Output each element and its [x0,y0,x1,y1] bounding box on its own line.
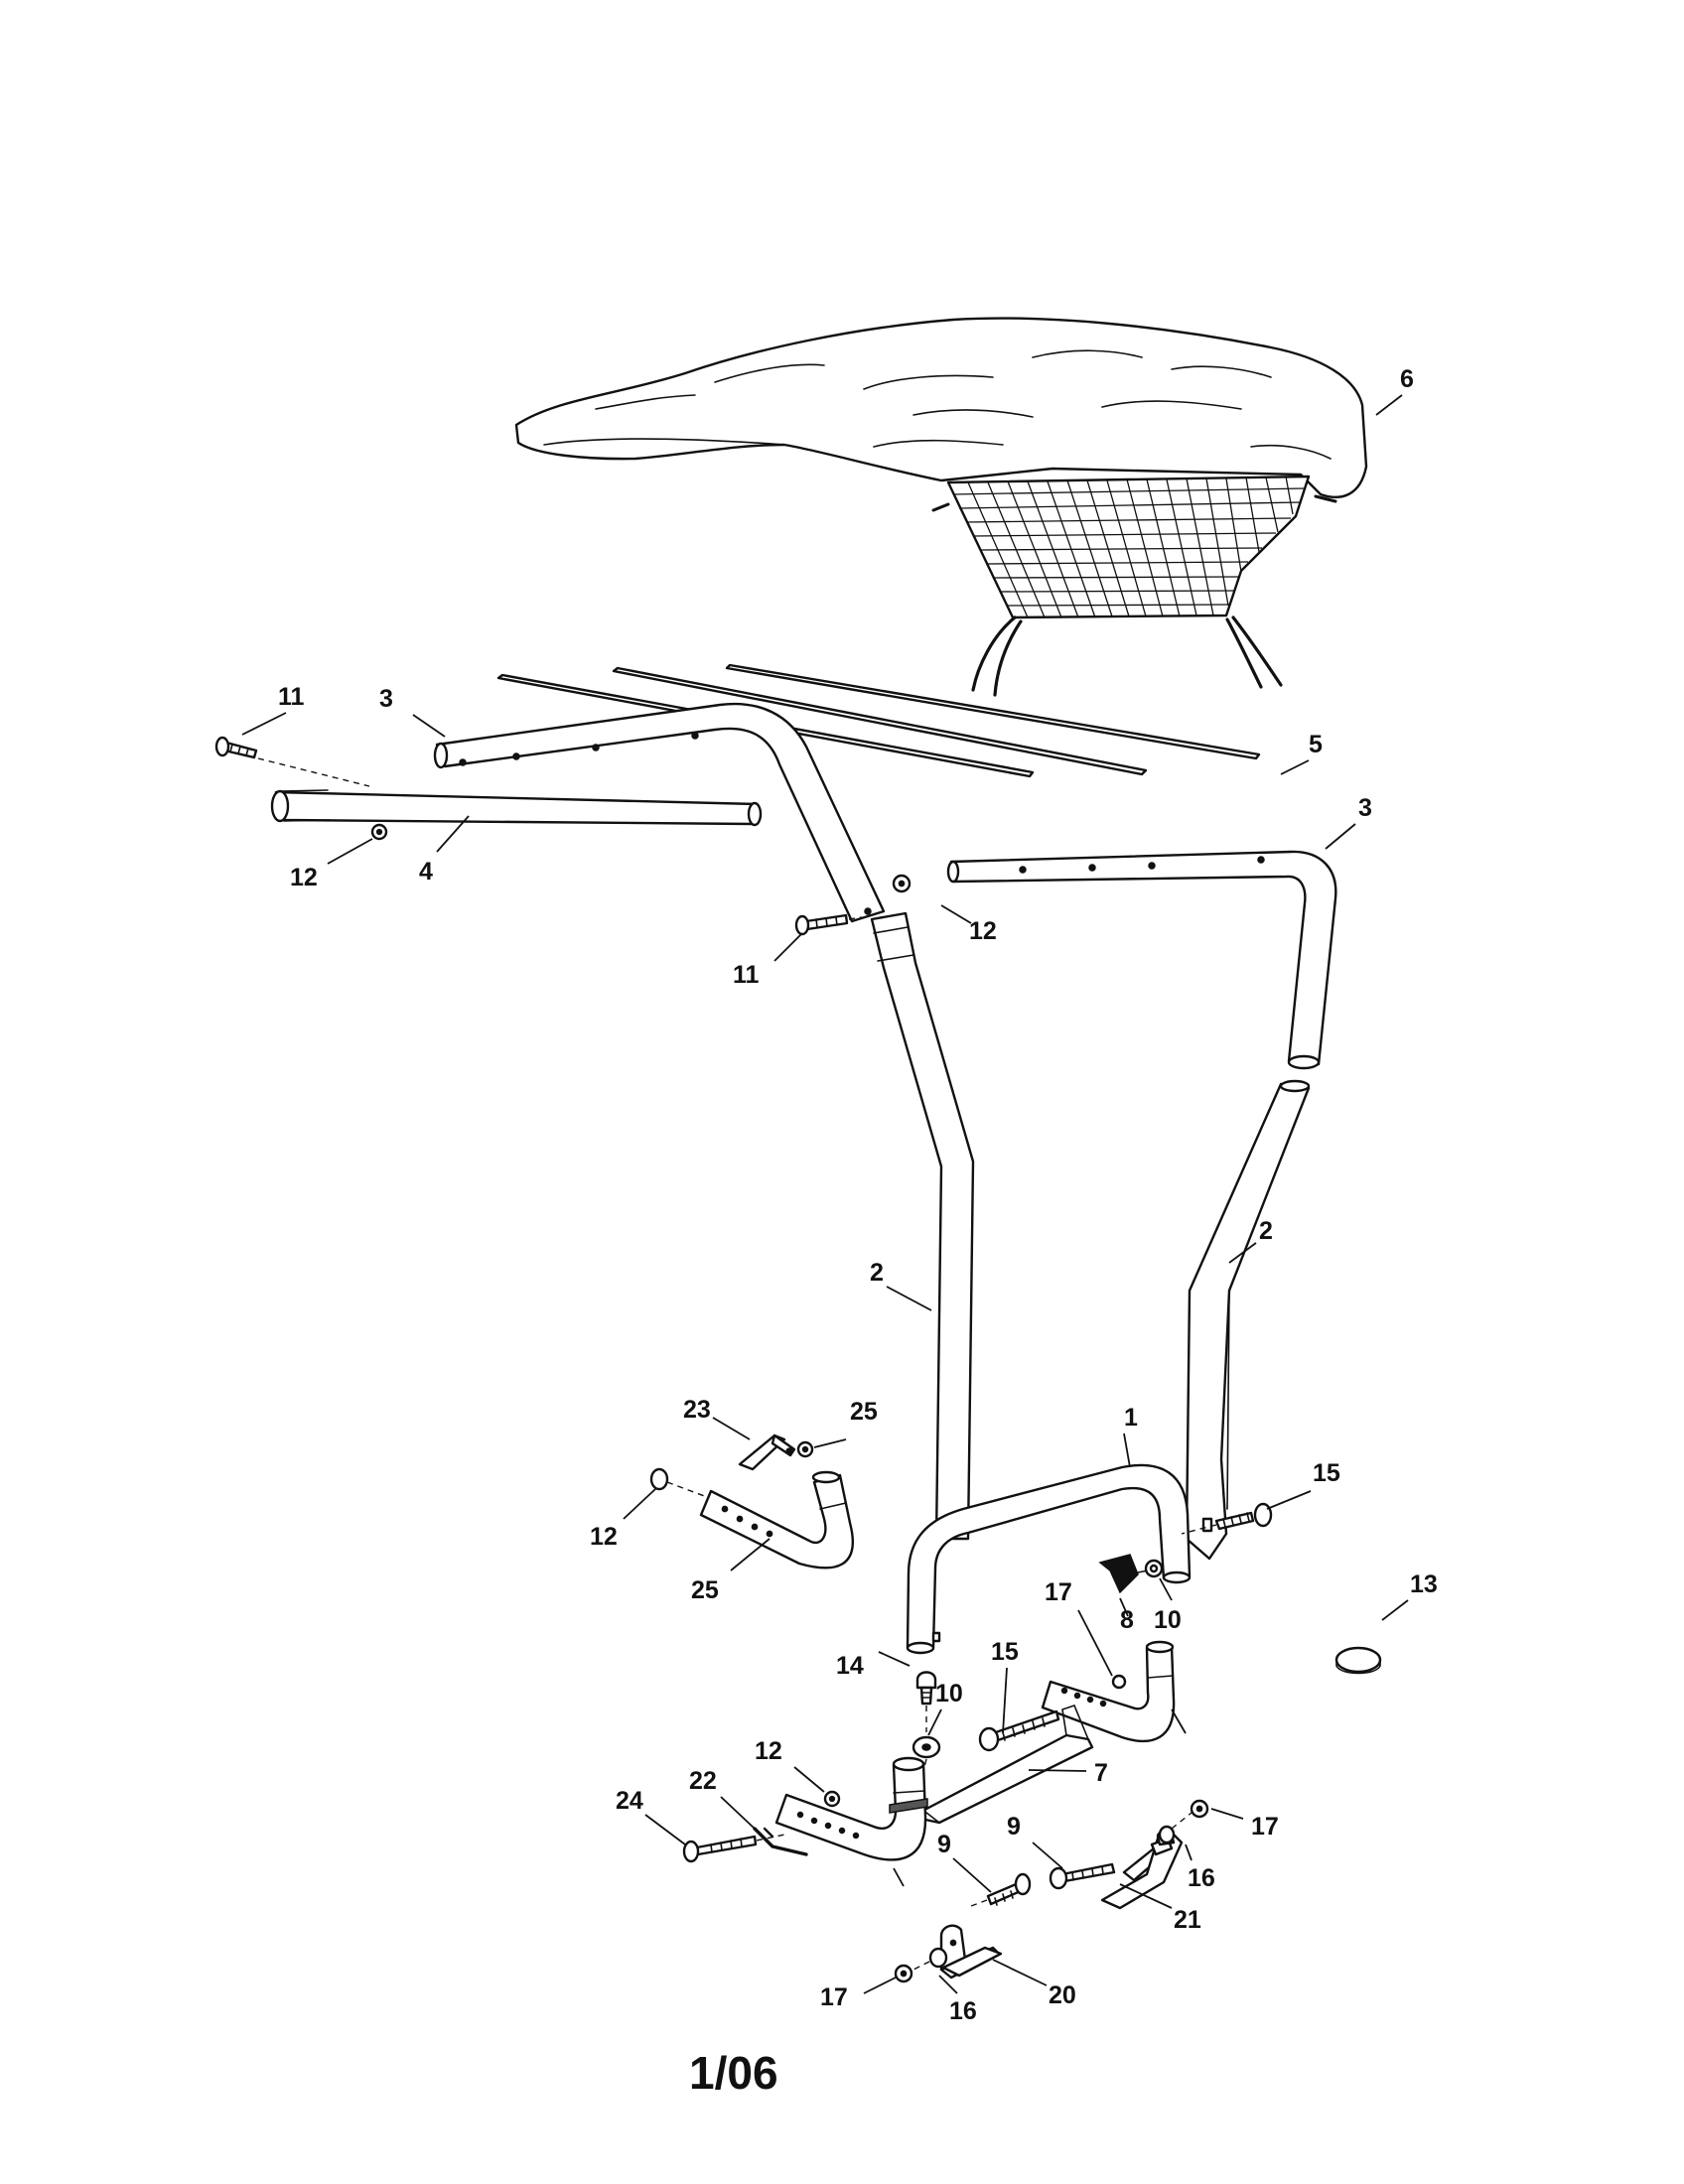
upper-bow-right [946,850,1337,1070]
callout-9-lower: 9 [937,1831,951,1858]
callout-7: 7 [1094,1759,1108,1787]
callout-15-lower: 15 [991,1638,1019,1666]
upright-tube-left [870,911,975,1541]
callout-16-lower: 16 [949,1997,977,2025]
callout-11-mid: 11 [733,961,760,989]
callout-3-left: 3 [379,685,393,713]
callout-20: 22 [689,1767,717,1795]
callout-22: 24 [616,1787,643,1815]
cross-brace [270,789,763,827]
bolt-9-upper-head [1049,1866,1068,1890]
canopy-cover [514,317,1368,697]
callout-12-lower-left: 12 [590,1523,618,1551]
callout-2-right: 2 [1259,1217,1273,1245]
callout-labels: 6 5 3 3 11 4 12 12 11 2 2 1 15 13 23 25 … [278,365,1438,2025]
support-rods [496,663,1261,778]
bolt-11-upper-head [214,736,230,757]
leader-lines [241,394,1409,1994]
callout-17-upper: 17 [1045,1578,1072,1606]
callout-8: 8 [1120,1606,1134,1634]
callout-16-upper: 16 [1188,1864,1215,1892]
nut-17-upper [1111,1674,1127,1690]
elbow-24-assembly [649,1433,854,1570]
lower-u-frame [906,1463,1192,1655]
hardware-upper-mid [794,874,912,936]
callout-14: 14 [836,1652,864,1680]
callout-12-upper-left: 12 [290,864,318,891]
callout-10-lower: 10 [935,1680,963,1707]
elbow-25-right [1041,1640,1176,1742]
bolt-11-mid-head [794,914,810,936]
hardware-upper-left [214,736,388,841]
knob-assembly [1098,1554,1164,1594]
callout-19: 21 [1174,1906,1201,1934]
callout-17-right: 17 [1251,1813,1279,1841]
callout-12-lower: 12 [755,1737,782,1765]
callout-21: 23 [683,1396,711,1424]
canopy-mesh [952,476,1306,618]
upper-bow-left [433,702,886,923]
bolt-15-upper [1181,1502,1273,1535]
callout-12-mid: 12 [969,917,997,945]
bracket-7 [910,1705,1094,1825]
callout-11-upper: 11 [278,683,305,711]
callout-4: 4 [419,858,433,886]
spacer-16-lower [928,1947,948,1969]
callout-5: 5 [1309,731,1323,758]
elbow-25-left [682,1756,928,1863]
callout-1: 1 [1124,1404,1138,1432]
upright-tube-right [1185,1079,1311,1561]
callout-9-upper: 9 [1007,1813,1021,1841]
callout-17-lower: 17 [820,1983,848,2011]
callout-23: 25 [850,1398,878,1426]
spacer-16-upper [1158,1825,1176,1844]
callout-2-left: 2 [870,1259,884,1287]
bolt-9-lower-head [1014,1872,1032,1896]
revision-date: 1/06 [689,2047,778,2099]
bolt-22-head [682,1840,700,1863]
bolt-15-lower-head [978,1726,1000,1752]
callout-6: 6 [1400,365,1414,393]
bolt-14-assembly [912,1671,941,1776]
callout-3-right: 3 [1358,794,1372,822]
callout-15-upper: 15 [1313,1459,1340,1487]
foot-19-assembly [1049,1799,1209,1910]
foot-18-assembly [894,1872,1032,1983]
cap-12-lower-left [649,1467,669,1491]
callout-24: 25 [691,1576,719,1604]
callout-10-upper: 10 [1154,1606,1182,1634]
callout-13: 13 [1410,1570,1438,1598]
end-cap [1334,1646,1382,1675]
callout-18: 20 [1049,1981,1076,2009]
